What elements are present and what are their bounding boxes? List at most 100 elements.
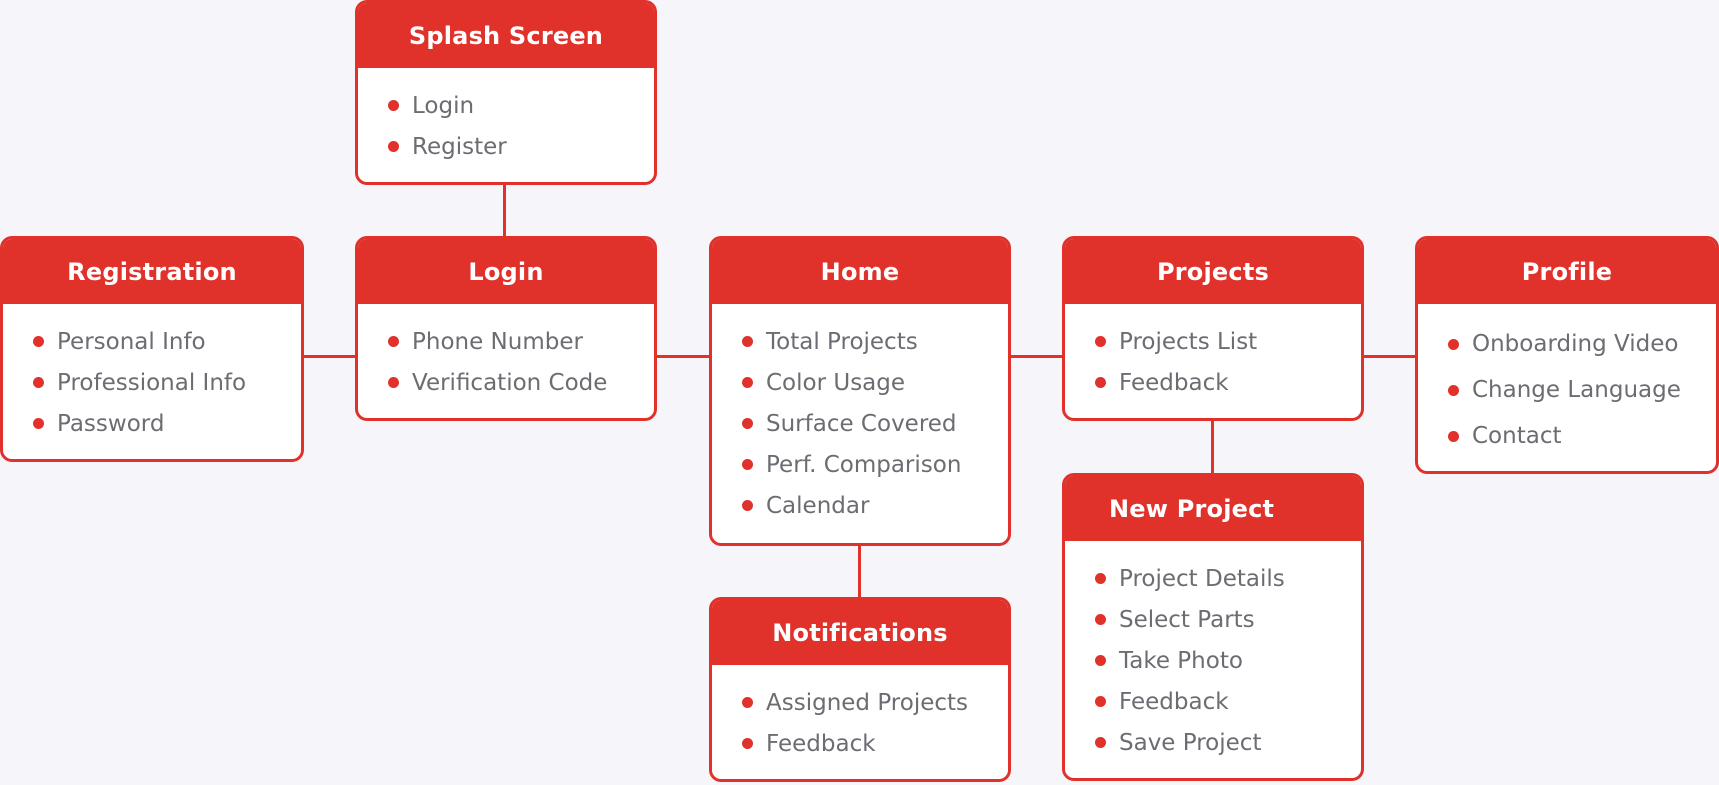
card-title-new-project: New Project (1065, 476, 1361, 541)
card-item: Assigned Projects (742, 682, 1008, 723)
card-item-label: Login (412, 92, 475, 119)
card-item: Contact (1448, 413, 1716, 459)
card-item-label: Project Details (1119, 565, 1285, 592)
card-item: Professional Info (33, 362, 301, 403)
bullet-icon (1095, 573, 1106, 584)
bullet-icon (742, 459, 753, 470)
bullet-icon (33, 377, 44, 388)
card-title-registration: Registration (3, 239, 301, 304)
card-item-label: Perf. Comparison (766, 451, 962, 478)
bullet-icon (742, 738, 753, 749)
card-item-label: Change Language (1472, 377, 1681, 403)
card-item: Change Language (1448, 367, 1716, 413)
card-item-label: Personal Info (57, 328, 206, 355)
card-title-login: Login (358, 239, 654, 304)
connector-splash-screen-to-login (502, 182, 506, 239)
card-item: Feedback (742, 723, 1008, 764)
card-item: Personal Info (33, 321, 301, 362)
bullet-icon (1095, 696, 1106, 707)
bullet-icon (388, 377, 399, 388)
card-title-notifications: Notifications (712, 600, 1008, 665)
card-item: Color Usage (742, 362, 1008, 403)
card-item: Phone Number (388, 321, 654, 362)
card-item-label: Surface Covered (766, 410, 957, 437)
bullet-icon (33, 336, 44, 347)
bullet-icon (742, 377, 753, 388)
card-item-label: Password (57, 410, 165, 437)
card-title-splash-screen: Splash Screen (358, 3, 654, 68)
card-title-projects: Projects (1065, 239, 1361, 304)
card-item: Take Photo (1095, 640, 1361, 681)
bullet-icon (1095, 655, 1106, 666)
bullet-icon (1448, 338, 1459, 350)
card-item: Calendar (742, 485, 1008, 526)
card-item: Onboarding Video (1448, 321, 1716, 367)
card-item-label: Take Photo (1119, 647, 1243, 674)
card-item-label: Projects List (1119, 328, 1258, 355)
card-item: Feedback (1095, 681, 1361, 722)
card-item-label: Assigned Projects (766, 689, 969, 716)
bullet-icon (742, 418, 753, 429)
bullet-icon (1095, 737, 1106, 748)
card-item: Register (388, 126, 654, 167)
card-item-label: Select Parts (1119, 606, 1255, 633)
card-item-label: Onboarding Video (1472, 331, 1679, 357)
card-item: Password (33, 403, 301, 444)
connector-home-to-notifications (857, 543, 861, 600)
card-item: Project Details (1095, 558, 1361, 599)
bullet-icon (388, 141, 399, 152)
card-item: Login (388, 85, 654, 126)
bullet-icon (33, 418, 44, 429)
card-item-label: Contact (1472, 423, 1562, 449)
card-item-label: Feedback (1119, 369, 1229, 396)
card-item-label: Register (412, 133, 507, 160)
card-title-home: Home (712, 239, 1008, 304)
bullet-icon (742, 336, 753, 347)
card-item: Verification Code (388, 362, 654, 403)
card-title-profile: Profile (1418, 239, 1716, 304)
connector-projects-to-profile (1361, 354, 1418, 358)
card-item: Perf. Comparison (742, 444, 1008, 485)
card-item-label: Professional Info (57, 369, 247, 396)
bullet-icon (388, 336, 399, 347)
card-item: Select Parts (1095, 599, 1361, 640)
bullet-icon (1448, 384, 1459, 396)
card-item: Total Projects (742, 321, 1008, 362)
bullet-icon (1095, 614, 1106, 625)
connector-registration-to-login (301, 354, 358, 358)
bullet-icon (388, 100, 399, 111)
card-item: Save Project (1095, 722, 1361, 763)
card-item-label: Save Project (1119, 729, 1262, 756)
bullet-icon (742, 697, 753, 708)
card-item: Feedback (1095, 362, 1361, 403)
bullet-icon (1095, 336, 1106, 347)
card-item: Projects List (1095, 321, 1361, 362)
bullet-icon (1448, 430, 1459, 442)
connector-login-to-home (654, 354, 712, 358)
connector-projects-to-new-project (1210, 418, 1214, 476)
card-item-label: Feedback (766, 730, 876, 757)
connector-home-to-projects (1008, 354, 1065, 358)
card-item-label: Phone Number (412, 328, 583, 355)
card-item-label: Verification Code (412, 369, 608, 396)
card-item-label: Feedback (1119, 688, 1229, 715)
card-item-label: Color Usage (766, 369, 906, 396)
card-item-label: Calendar (766, 492, 870, 519)
